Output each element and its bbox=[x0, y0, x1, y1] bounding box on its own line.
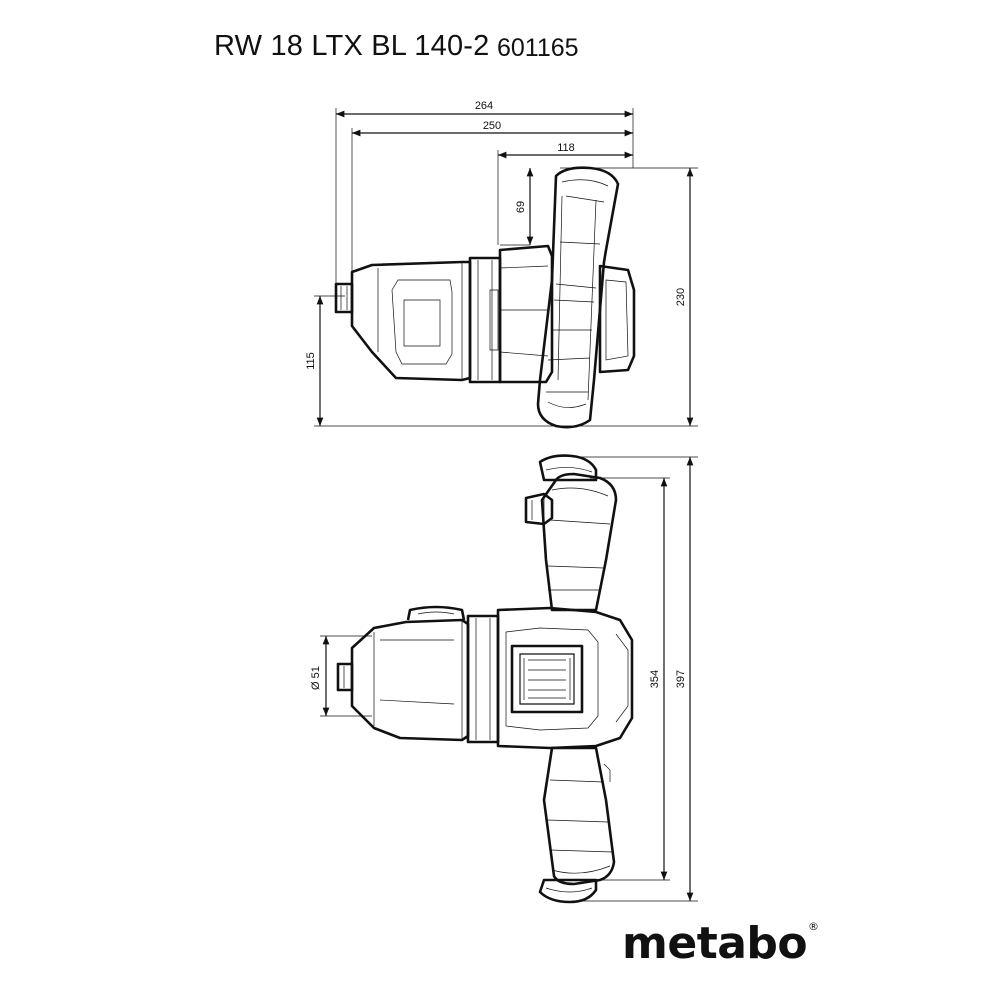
side-view-outline bbox=[334, 166, 636, 429]
dim-overall-height: 230 bbox=[675, 288, 687, 306]
dim-overall-length: 264 bbox=[475, 100, 493, 112]
dim-handle-span-outer: 397 bbox=[675, 670, 687, 688]
dim-spindle-diameter: Ø 51 bbox=[310, 666, 322, 690]
registered-mark: ® bbox=[808, 920, 819, 933]
metabo-logo: metabo bbox=[622, 918, 808, 969]
dim-length-from-spindle: 250 bbox=[483, 120, 501, 132]
dim-handle-depth: 118 bbox=[557, 142, 575, 154]
dim-spindle-height: 115 bbox=[305, 352, 317, 370]
top-view-outline bbox=[336, 454, 634, 904]
article-number: 601165 bbox=[497, 34, 579, 62]
side-view-dimensions: 264 250 118 69 230 115 bbox=[305, 100, 698, 427]
dim-handle-top-offset: 69 bbox=[515, 201, 527, 213]
product-model-title: RW 18 LTX BL 140-2 bbox=[214, 30, 490, 62]
top-view-dimensions: Ø 51 354 397 bbox=[310, 456, 698, 902]
dim-handle-span-inner: 354 bbox=[649, 670, 661, 688]
